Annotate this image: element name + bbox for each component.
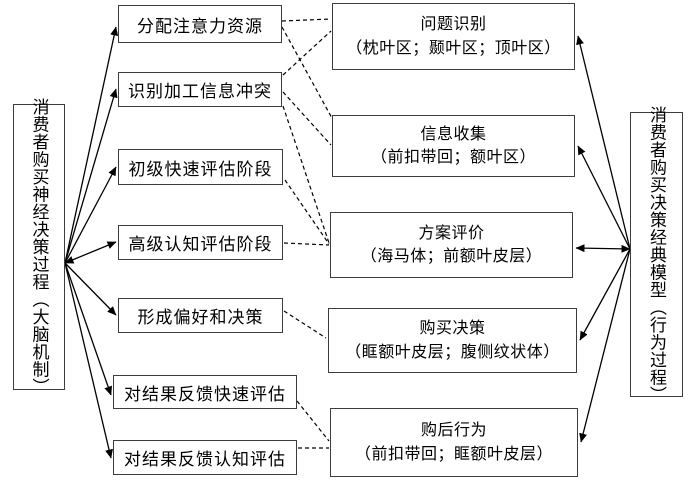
left-process-panel: 消费者购买神经决策过程（大脑机制） [13, 98, 65, 396]
dashed-connector [282, 91, 332, 146]
stage-box-cognitive-eval: 高级认知评估阶段 [118, 225, 283, 260]
right-model-panel: 消费者购买决策经典模型（行为过程） [630, 106, 683, 403]
dashed-connector [282, 105, 330, 244]
stage-box-attention: 分配注意力资源 [118, 5, 282, 43]
stage-label: 形成偏好和决策 [137, 308, 264, 327]
step-brain-regions: （前扣带回；眶额叶皮层） [354, 445, 553, 463]
step-title: 信息收集 [420, 125, 487, 143]
dashed-connector [281, 18, 332, 22]
solid-arrow [576, 35, 631, 250]
step-brain-regions: （眶额叶皮层；腹侧纹状体） [345, 343, 560, 361]
solid-arrow [64, 262, 112, 396]
step-title: 方案评价 [418, 224, 485, 242]
dashed-connector [283, 310, 327, 339]
step-title: 购后行为 [420, 422, 487, 440]
step-brain-regions: （海马体；前额叶皮层） [360, 248, 543, 265]
stage-label: 对结果反馈快速评估 [124, 384, 286, 404]
solid-arrow [64, 241, 117, 264]
stage-label: 识别加工信息冲突 [128, 82, 272, 101]
solid-arrow [64, 26, 119, 264]
stage-box-preference: 形成偏好和决策 [118, 298, 283, 333]
dashed-connector [281, 26, 334, 121]
stage-box-conflict: 识别加工信息冲突 [118, 72, 282, 107]
dashed-connector [296, 400, 330, 442]
solid-arrow [579, 248, 631, 443]
dashed-connector-group [281, 18, 334, 449]
step-title: 问题识别 [420, 16, 487, 34]
solid-arrow [64, 262, 117, 316]
stage-label: 对结果反馈认知评估 [124, 450, 286, 469]
solid-arrow [64, 262, 113, 459]
step-box-problem-recognition: 问题识别 （枕叶区；颞叶区；顶叶区） [332, 3, 575, 70]
left-process-panel-label: 消费者购买神经决策过程（大脑机制） [29, 98, 49, 396]
stage-box-fast-eval: 初级快速评估阶段 [118, 149, 283, 185]
step-brain-regions: （前扣带回；额叶区） [370, 149, 536, 166]
stage-label: 分配注意力资源 [137, 16, 263, 36]
stage-box-feedback-cognitive: 对结果反馈认知评估 [113, 440, 297, 475]
step-brain-regions: （枕叶区；颞叶区；顶叶区） [346, 39, 561, 57]
step-box-information-search: 信息收集 （前扣带回；额叶区） [332, 115, 575, 177]
dashed-connector [284, 179, 330, 245]
step-box-alternative-evaluation: 方案评价 （海马体；前额叶皮层） [330, 212, 573, 278]
solid-arrow [64, 166, 117, 264]
step-box-purchase-decision: 购买决策 （眶额叶皮层；腹侧纹状体） [328, 308, 577, 373]
step-box-post-purchase: 购后行为 （前扣带回；眶额叶皮层） [330, 408, 578, 477]
stage-label: 初级快速评估阶段 [128, 159, 273, 179]
solid-arrow-group-right [575, 35, 631, 443]
stage-label: 高级认知评估阶段 [128, 235, 273, 254]
dashed-connector [282, 30, 332, 76]
solid-arrow-group-left [64, 26, 119, 459]
step-title: 购买决策 [419, 320, 486, 338]
solid-arrow [575, 244, 631, 253]
dashed-connector [283, 242, 330, 246]
stage-box-feedback-fast: 对结果反馈快速评估 [113, 375, 297, 409]
solid-arrow [64, 88, 118, 264]
solid-arrow [579, 248, 631, 341]
solid-arrow [577, 145, 631, 250]
right-model-panel-label: 消费者购买决策经典模型（行为过程） [647, 105, 666, 404]
